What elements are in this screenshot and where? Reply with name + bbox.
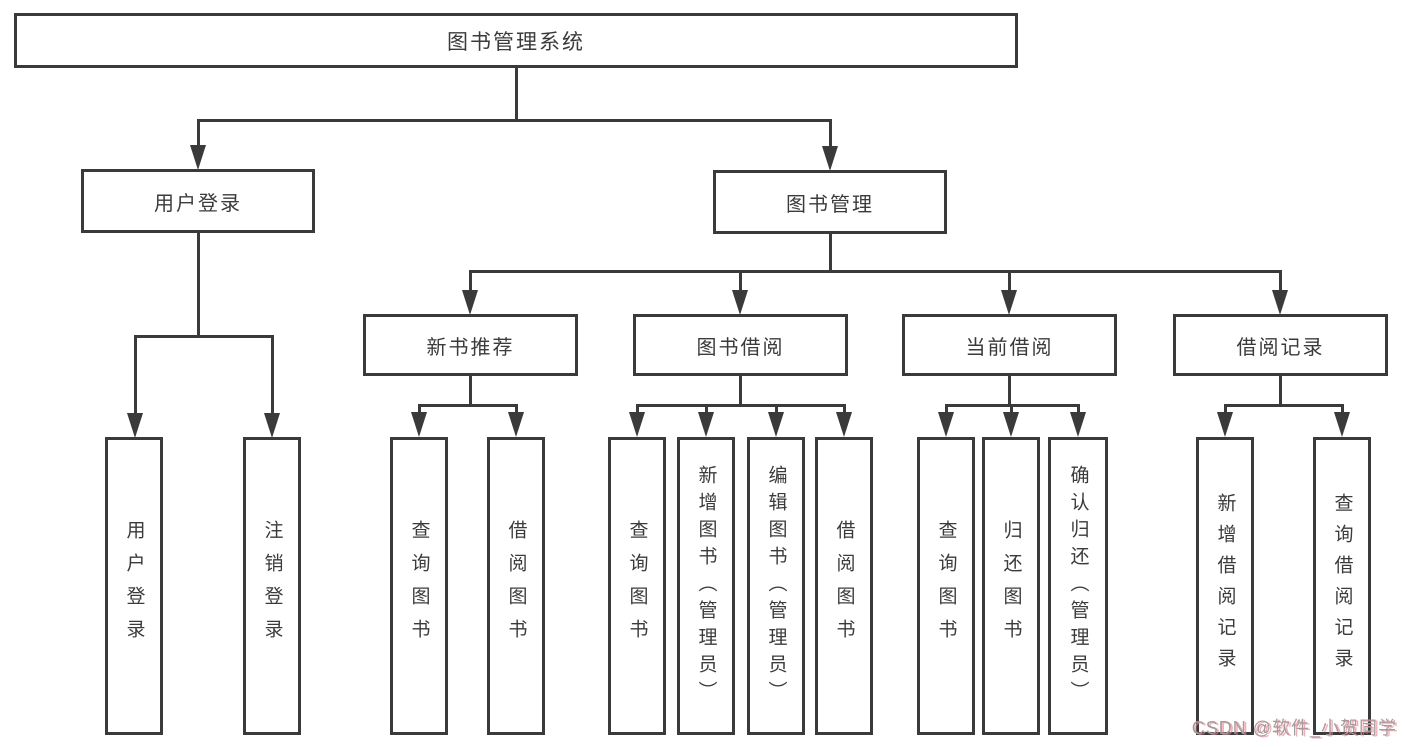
leaf-query-books-1: 查询图书: [390, 437, 448, 735]
connector-newbook-stem: [469, 376, 472, 406]
csdn-watermark: CSDN @软件_小贺同学: [1191, 718, 1397, 738]
arrowhead-leaf-login: [127, 413, 143, 438]
arrowhead-leaf8: [836, 412, 852, 437]
node-book-mgmt: 图书管理: [713, 170, 947, 234]
connector-userlogin-hline: [134, 335, 274, 338]
connector-bookmgmt-hline: [469, 270, 1281, 273]
node-user-login-label: 用户登录: [154, 192, 242, 215]
leaf-borrow-books-2-label: 借阅图书: [833, 520, 855, 652]
leaf-confirm-return-admin: 确认归还（管理员）: [1048, 437, 1108, 735]
connector-stem-records: [1279, 270, 1282, 292]
leaf-user-login-label: 用户登录: [123, 520, 145, 652]
leaf-add-books-admin: 新增图书（管理员）: [677, 437, 735, 735]
node-root-label: 图书管理系统: [447, 30, 585, 54]
node-records-label: 借阅记录: [1236, 336, 1325, 359]
leaf-edit-books-admin-label: 编辑图书（管理员）: [765, 464, 787, 708]
node-borrowing: 图书借阅: [633, 314, 848, 376]
leaf-query-books-2: 查询图书: [608, 437, 666, 735]
arrowhead-borrowing: [732, 290, 748, 315]
leaf-add-borrow-record-label: 新增借阅记录: [1214, 493, 1236, 679]
connector-stem-leaf6: [705, 404, 708, 414]
connector-records-stem: [1279, 376, 1282, 406]
node-newbook-label: 新书推荐: [426, 336, 515, 359]
connector-bookmgmt-stem: [829, 234, 832, 272]
node-current: 当前借阅: [902, 314, 1117, 376]
leaf-user-login: 用户登录: [105, 437, 163, 735]
connector-stem-book-mgmt: [829, 119, 832, 148]
leaf-confirm-return-admin-label: 确认归还（管理员）: [1067, 464, 1089, 708]
leaf-query-borrow-record-label: 查询借阅记录: [1331, 493, 1353, 679]
leaf-query-books-1-label: 查询图书: [408, 520, 430, 652]
arrowhead-leaf4: [508, 412, 524, 437]
connector-stem-leaf5: [636, 404, 639, 414]
connector-borrowing-stem: [739, 376, 742, 406]
connector-stem-leaf8: [843, 404, 846, 414]
leaf-query-books-3: 查询图书: [917, 437, 975, 735]
leaf-logout: 注销登录: [243, 437, 301, 735]
node-user-login: 用户登录: [81, 169, 315, 233]
arrowhead-leaf5: [629, 412, 645, 437]
connector-borrowing-hline: [636, 404, 845, 407]
connector-userlogin-stem: [197, 233, 200, 337]
connector-stem-leaf10: [1010, 404, 1013, 414]
leaf-borrow-books-1: 借阅图书: [487, 437, 545, 735]
connector-stem-leaf11: [1077, 404, 1080, 414]
arrowhead-book-mgmt: [822, 146, 838, 171]
leaf-edit-books-admin: 编辑图书（管理员）: [747, 437, 805, 735]
arrowhead-leaf13: [1334, 412, 1350, 437]
node-book-mgmt-label: 图书管理: [786, 193, 874, 216]
connector-current-stem: [1008, 376, 1011, 406]
connector-stem-user-login: [197, 119, 200, 147]
arrowhead-current: [1001, 290, 1017, 315]
connector-stem-leaf-logout: [271, 335, 274, 415]
connector-stem-newbook: [469, 270, 472, 292]
connector-stem-leaf12: [1224, 404, 1227, 414]
arrowhead-leaf9: [938, 412, 954, 437]
node-borrowing-label: 图书借阅: [696, 336, 785, 359]
connector-stem-leaf13: [1341, 404, 1344, 414]
leaf-query-books-3-label: 查询图书: [935, 520, 957, 652]
connector-stem-borrowing: [739, 270, 742, 292]
connector-stem-leaf-login: [134, 335, 137, 415]
arrowhead-leaf3: [411, 412, 427, 437]
connector-records-hline: [1224, 404, 1344, 407]
connector-stem-leaf7: [775, 404, 778, 414]
connector-root-stem: [515, 67, 518, 121]
node-current-label: 当前借阅: [965, 336, 1054, 359]
leaf-add-books-admin-label: 新增图书（管理员）: [695, 464, 717, 708]
node-newbook: 新书推荐: [363, 314, 578, 376]
arrowhead-newbook: [462, 290, 478, 315]
arrowhead-leaf11: [1070, 412, 1086, 437]
leaf-logout-label: 注销登录: [261, 520, 283, 652]
leaf-borrow-books-1-label: 借阅图书: [505, 520, 527, 652]
arrowhead-leaf7: [768, 412, 784, 437]
arrowhead-leaf10: [1003, 412, 1019, 437]
leaf-return-books-label: 归还图书: [1000, 520, 1022, 652]
node-records: 借阅记录: [1173, 314, 1388, 376]
connector-stem-current: [1008, 270, 1011, 292]
leaf-add-borrow-record: 新增借阅记录: [1196, 437, 1254, 735]
arrowhead-records: [1272, 290, 1288, 315]
arrowhead-leaf-logout: [264, 413, 280, 438]
connector-stem-leaf3: [418, 404, 421, 414]
leaf-borrow-books-2: 借阅图书: [815, 437, 873, 735]
arrowhead-leaf6: [698, 412, 714, 437]
node-root: 图书管理系统: [14, 13, 1018, 68]
arrowhead-user-login: [190, 145, 206, 170]
connector-stem-leaf9: [945, 404, 948, 414]
leaf-return-books: 归还图书: [982, 437, 1040, 735]
connector-stem-leaf4: [515, 404, 518, 414]
arrowhead-leaf12: [1217, 412, 1233, 437]
leaf-query-borrow-record: 查询借阅记录: [1313, 437, 1371, 735]
connector-root-hline: [197, 119, 831, 122]
connector-newbook-hline: [418, 404, 518, 407]
leaf-query-books-2-label: 查询图书: [626, 520, 648, 652]
